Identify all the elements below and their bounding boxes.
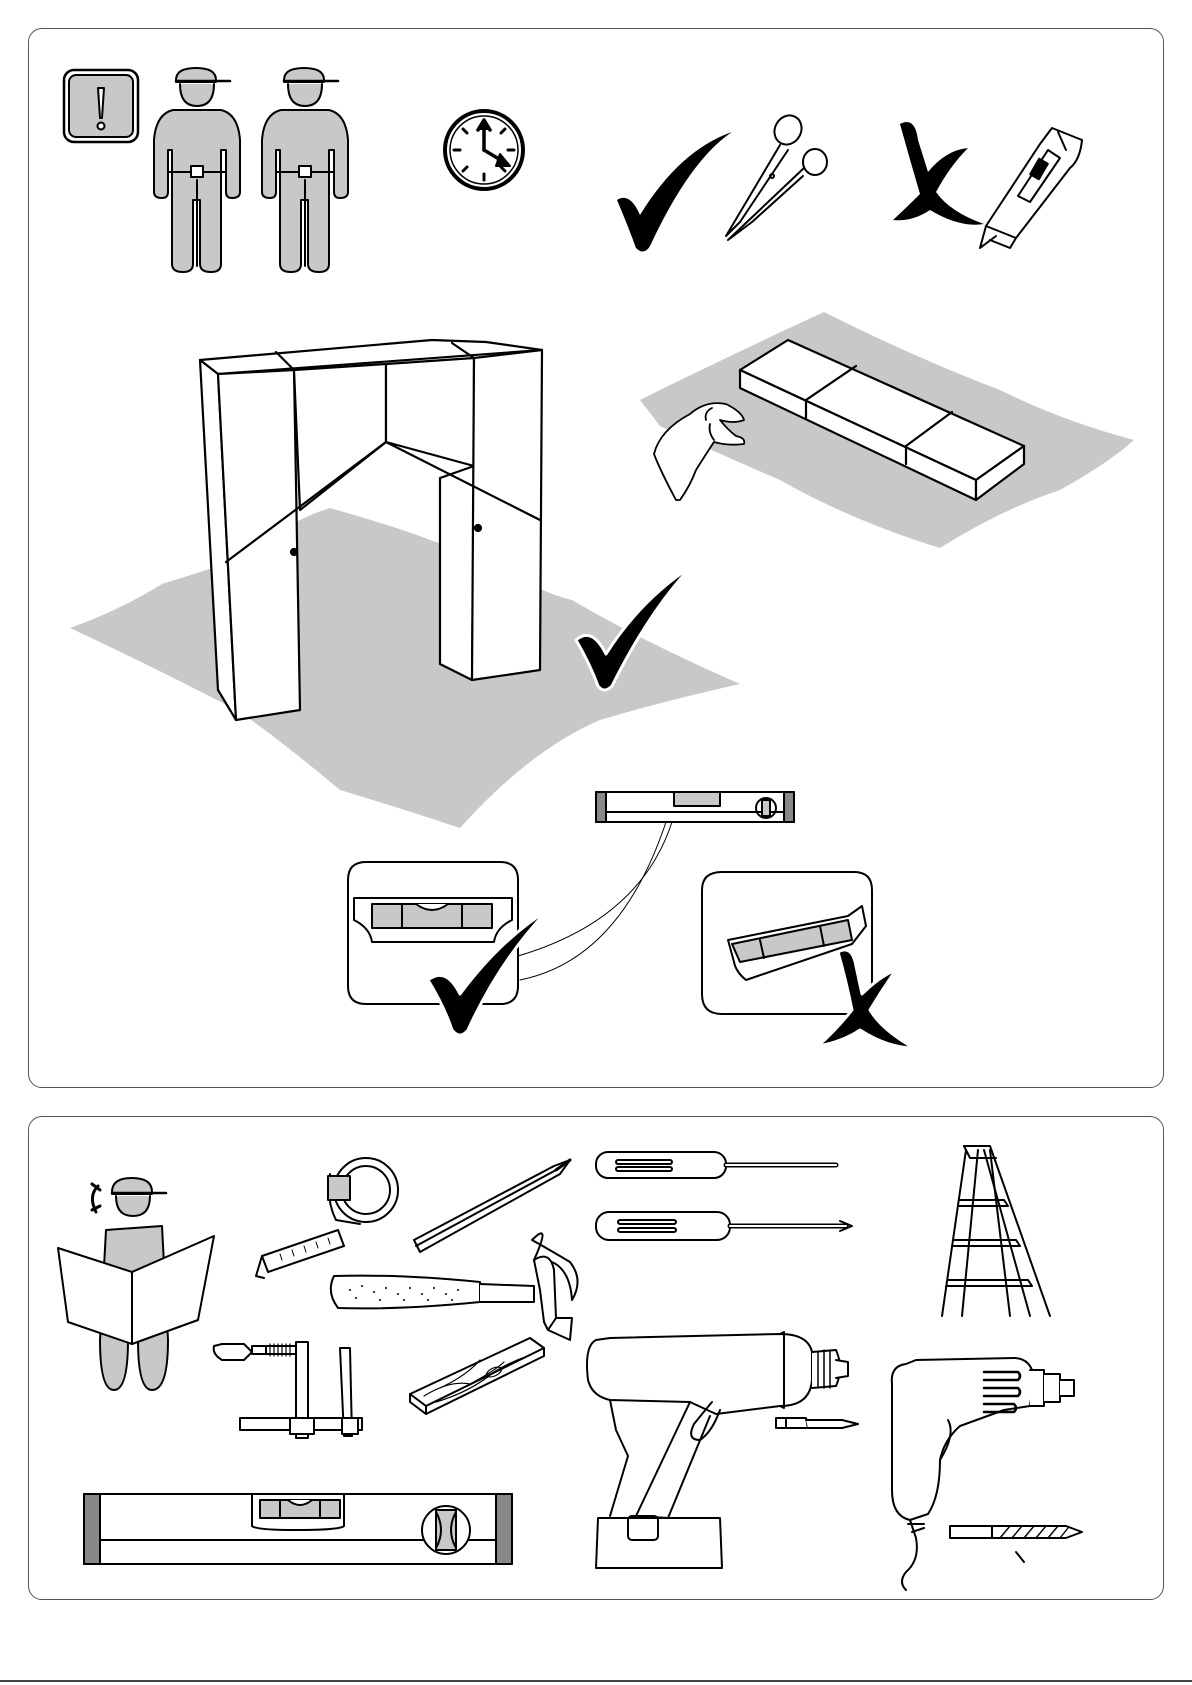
drill-bit-icon (776, 1418, 858, 1428)
step-ladder-icon (942, 1146, 1050, 1316)
wood-plank-icon (410, 1338, 544, 1414)
flat-screwdriver-icon (596, 1152, 836, 1178)
floor-mat-large (70, 508, 740, 828)
check-icon (617, 132, 732, 252)
hammer-icon (331, 1233, 578, 1340)
spirit-level-icon (84, 1494, 512, 1564)
level-not-ok-detail (702, 872, 872, 1014)
pencil-icon (414, 1160, 570, 1252)
spirit-level-icon (596, 792, 794, 822)
page-bottom-rule (0, 1680, 1192, 1682)
clamp-icon (214, 1342, 362, 1438)
electric-drill-icon (892, 1358, 1074, 1590)
cross-icon (893, 122, 984, 225)
scissors-icon (726, 111, 827, 240)
person-reading-manual-icon (58, 1178, 214, 1390)
box-cutter-icon (980, 128, 1082, 248)
phillips-screwdriver-icon (596, 1212, 852, 1240)
cordless-drill-icon (587, 1332, 848, 1568)
clock-icon (445, 111, 523, 189)
twist-drill-bit-icon (950, 1526, 1082, 1562)
warning-icon (64, 70, 138, 142)
cross-icon (818, 950, 914, 1048)
tape-measure-icon (256, 1158, 398, 1278)
two-person-icon (154, 68, 348, 272)
